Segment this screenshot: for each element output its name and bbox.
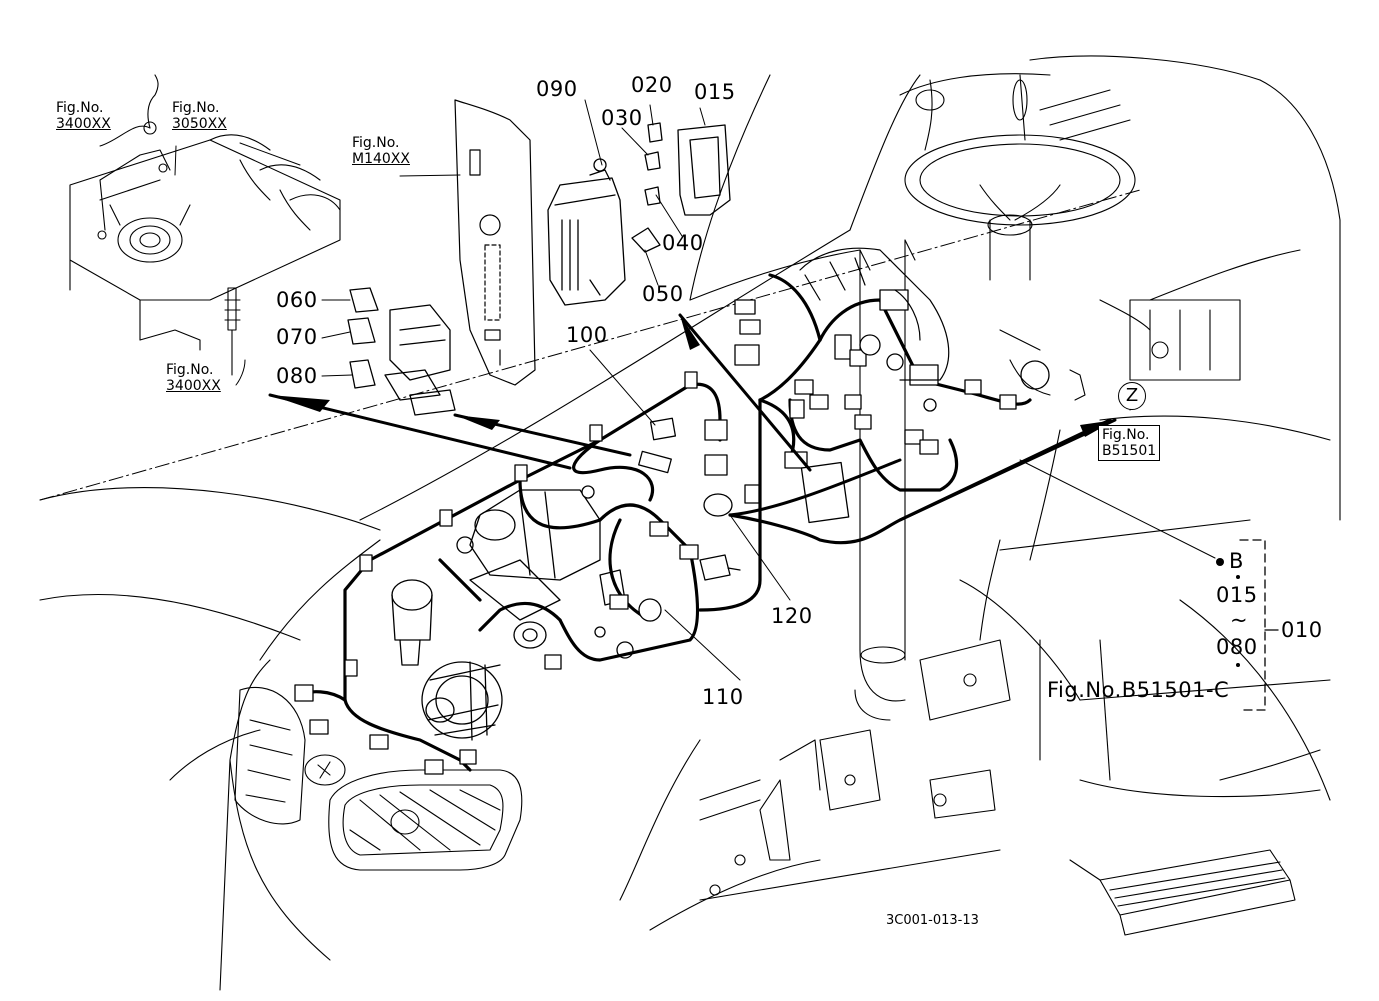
fig-ref-label: Fig.No. [1102,427,1150,443]
range-figure-ref: Fig.No.B51501-C [1047,678,1230,702]
part-label-060: 060 [276,288,318,312]
range-bracket [1239,539,1266,711]
meter-panel [799,247,950,381]
part-label-020: 020 [631,73,673,97]
part-label-090: 090 [536,77,578,101]
fig-ref-number: M140XX [352,151,410,167]
fig-ref-number: 3050XX [172,116,227,132]
arrow-heads [270,315,1115,437]
part-label-100: 100 [566,323,608,347]
fig-ref-number: B51501 [1102,443,1157,459]
part-label-030: 030 [601,106,643,130]
part-label-070: 070 [276,325,318,349]
fig-ref-label: Fig.No. [172,100,220,116]
part-label-110: 110 [702,685,744,709]
detail-z-marker: Z [1118,382,1146,410]
fig-ref-number: 3400XX [56,116,111,132]
bracket-plate [454,99,536,386]
part-label-120: 120 [771,604,813,628]
fig-ref-3050xx: Fig.No. 3050XX [172,100,227,132]
part-label-015: 015 [694,80,736,104]
part-label-080: 080 [276,364,318,388]
tractor-body-outline [39,55,1341,991]
range-from-label: 015 [1216,583,1258,607]
fig-ref-label: Fig.No. [166,362,214,378]
fig-ref-b51501: Fig.No. B51501 [1098,425,1161,461]
part-label-050: 050 [642,282,684,306]
controller-box-090 [547,158,626,306]
fig-ref-3400xx-bottom: Fig.No. 3400XX [166,362,221,394]
range-tilde: ~ [1230,608,1249,632]
label-leaders [99,99,1216,681]
part-label-010: 010 [1281,618,1323,642]
connector-set [347,287,456,416]
round-connectors [581,334,1050,638]
range-to-label: 080 [1216,635,1258,659]
drawing-code: 3C001-013-13 [886,913,979,928]
fig-ref-number: 3400XX [166,378,221,394]
range-dots [1216,558,1240,667]
fig-ref-label: Fig.No. [56,100,104,116]
fuse-relay-parts [631,122,731,253]
dash-detail [859,239,1086,401]
harness-connectors [294,289,1017,775]
fig-ref-label: Fig.No. [352,135,400,151]
range-start-label: B [1229,549,1244,573]
part-label-040: 040 [662,231,704,255]
fig-ref-3400xx-top: Fig.No. 3400XX [56,100,111,132]
fig-ref-m140xx: Fig.No. M140XX [352,135,410,167]
engine-head-inset [69,74,341,376]
